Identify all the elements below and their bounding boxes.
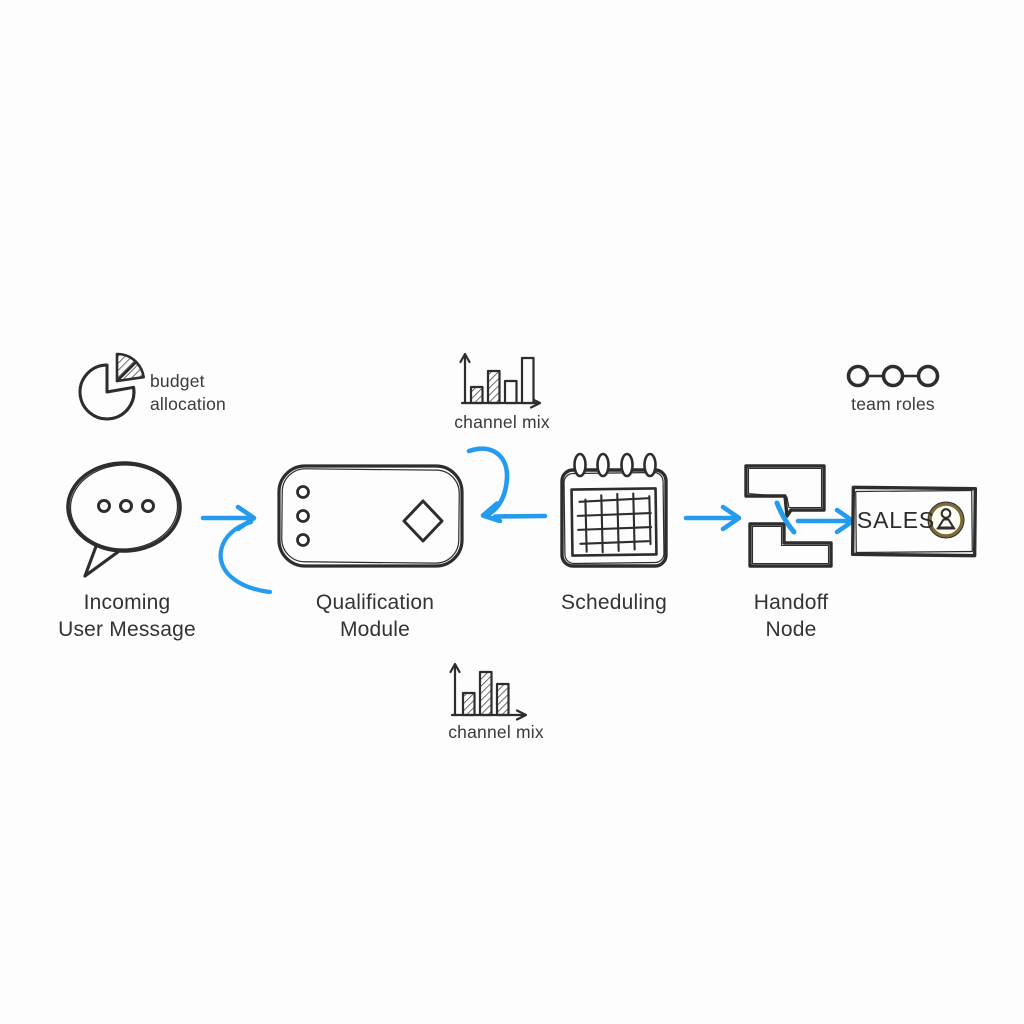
person-icon: [936, 508, 956, 530]
qualification-node-label: Qualification Module: [316, 589, 434, 643]
bar-chart-bottom-icon: [449, 662, 528, 721]
calendar-grid: [576, 492, 653, 554]
interlocking-blocks-icon: [744, 464, 833, 568]
arrow-channelmix-to-qualification: [466, 446, 548, 524]
qualification-label-line2: Module: [339, 618, 411, 641]
swoosh-arc: [218, 519, 273, 595]
bar: [503, 379, 518, 405]
bar: [520, 356, 535, 405]
channel-mix-bottom-label: channel mix: [448, 722, 544, 742]
module-card-icon: [277, 464, 464, 568]
arrow-scheduling-to-handoff: [683, 504, 742, 532]
team-roles-label: team roles: [851, 394, 935, 414]
incoming-label-line1: Incoming: [83, 591, 171, 614]
diamond-decision-icon: [402, 499, 444, 543]
bar: [486, 369, 501, 405]
pie-chart-icon: [78, 352, 145, 421]
bar-chart-top-icon: [459, 352, 542, 409]
qualification-label-line1: Qualification: [315, 591, 435, 614]
bar: [495, 682, 510, 717]
budget-allocation-label: budget allocation: [150, 370, 226, 416]
budget-allocation-line1: budget: [150, 371, 205, 391]
person-badge-icon: [850, 485, 978, 558]
speech-bubble-icon: [66, 461, 182, 578]
handoff-node-label: Handoff Node: [754, 589, 829, 643]
handoff-label-line2: Node: [765, 618, 817, 641]
bar: [478, 670, 493, 717]
bar: [469, 385, 484, 405]
arrow-handoff-to-sales: [795, 507, 856, 535]
channel-mix-top-label: channel mix: [454, 412, 550, 432]
scheduling-node-label: Scheduling: [561, 591, 667, 614]
budget-allocation-line2: allocation: [150, 394, 226, 414]
handoff-label-line1: Handoff: [753, 591, 829, 614]
bar: [461, 691, 476, 717]
incoming-node-label: Incoming User Message: [58, 589, 196, 643]
sales-badge-label: SALES: [856, 507, 936, 533]
calendar-icon: [560, 452, 668, 568]
incoming-label-line2: User Message: [58, 618, 196, 641]
linked-nodes-icon: [846, 364, 940, 388]
bar-chart-top-bars: [469, 356, 535, 405]
handoff-slash: [774, 500, 797, 535]
arrow-incoming-to-qualification: [200, 504, 273, 595]
bar-chart-bottom-bars: [461, 670, 510, 717]
